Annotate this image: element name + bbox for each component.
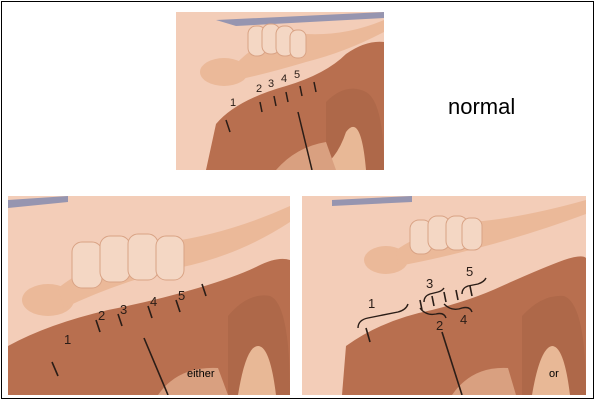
or-label-2: 2 [436, 318, 443, 333]
either-label-5: 5 [178, 288, 185, 303]
normal-label-3: 3 [268, 78, 274, 90]
or-label-1: 1 [368, 296, 375, 311]
either-label-3: 3 [120, 302, 127, 317]
or-label-3: 3 [426, 276, 433, 291]
caption-or: or [549, 368, 559, 380]
or-label-4: 4 [460, 312, 467, 327]
normal-hand-drawing: 1 2 3 4 5 [176, 12, 384, 170]
caption-normal: normal [448, 94, 515, 120]
normal-label-5: 5 [294, 69, 300, 81]
illustration-or: 1 3 5 2 4 [302, 196, 586, 395]
caption-either: either [187, 368, 215, 380]
or-label-5: 5 [466, 264, 473, 279]
either-hand-drawing: 1 2 3 4 5 [8, 196, 290, 395]
normal-label-1: 1 [230, 97, 236, 109]
either-label-4: 4 [150, 294, 157, 309]
normal-label-4: 4 [281, 73, 287, 85]
either-label-2: 2 [98, 308, 105, 323]
either-label-1: 1 [64, 332, 71, 347]
illustration-either: 1 2 3 4 5 [8, 196, 290, 395]
normal-label-2: 2 [256, 83, 262, 95]
illustration-normal: 1 2 3 4 5 [176, 12, 384, 170]
or-hand-drawing: 1 3 5 2 4 [302, 196, 586, 395]
